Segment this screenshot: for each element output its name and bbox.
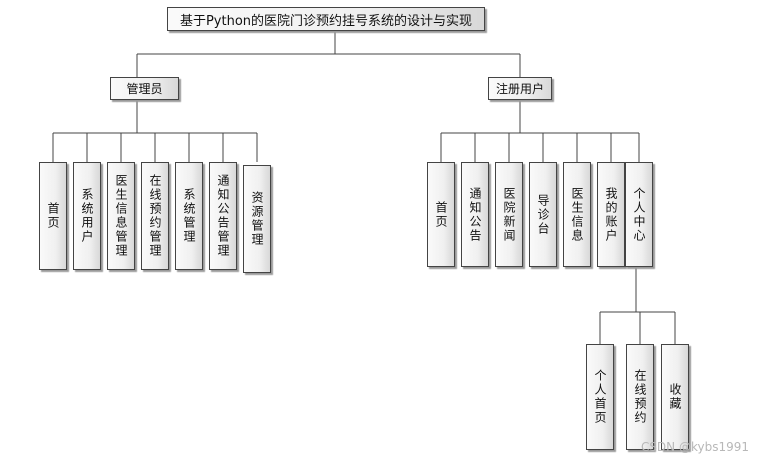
user-leaf-label: 医院新闻: [502, 186, 516, 243]
admin-leaf: 系统用户: [73, 162, 101, 270]
admin-leaf: 医生信息管理: [107, 162, 135, 270]
admin-leaf-label: 系统用户: [80, 188, 94, 244]
root-node: 基于Python的医院门诊预约挂号系统的设计与实现: [167, 7, 485, 31]
user-leaf-personal-center: 个人中心: [625, 162, 653, 267]
branch-admin: 管理员: [110, 77, 179, 100]
user-leaf: 首页: [427, 162, 455, 267]
user-leaf: 通知公告: [461, 162, 489, 267]
admin-leaf: 首页: [39, 162, 67, 270]
root-label: 基于Python的医院门诊预约挂号系统的设计与实现: [179, 13, 473, 29]
admin-leaf-label: 首页: [46, 202, 60, 230]
admin-leaf: 在线预约管理: [141, 162, 169, 270]
sub-leaf: 个人首页: [586, 344, 614, 450]
user-leaf-label: 医生信息: [570, 186, 584, 243]
sub-leaf: 在线预约: [626, 344, 654, 450]
admin-leaf: 系统管理: [175, 162, 203, 270]
admin-leaf-label: 在线预约管理: [148, 174, 162, 258]
admin-leaf-label: 医生信息管理: [114, 174, 128, 258]
user-leaf-label: 首页: [434, 200, 448, 229]
admin-leaf-label: 系统管理: [182, 188, 196, 244]
branch-user-label: 注册用户: [495, 82, 544, 96]
admin-leaf-label: 资源管理: [250, 191, 264, 247]
user-leaf-label: 个人中心: [632, 186, 646, 243]
user-leaf-label: 我的账户: [604, 186, 618, 243]
admin-leaf: 通知公告管理: [209, 162, 237, 270]
watermark: CSDN @kybs1991: [640, 440, 749, 454]
branch-admin-label: 管理员: [126, 82, 163, 96]
sub-leaf: 收藏: [661, 344, 689, 450]
sub-leaf-label: 收藏: [668, 383, 682, 411]
user-leaf: 医生信息: [563, 162, 591, 267]
user-leaf-label: 通知公告: [468, 186, 482, 243]
user-leaf: 我的账户: [597, 162, 625, 267]
sub-leaf-label: 在线预约: [633, 369, 647, 425]
user-leaf-label: 导诊台: [536, 193, 550, 236]
sub-leaf-label: 个人首页: [593, 369, 607, 425]
user-leaf: 导诊台: [529, 162, 557, 267]
user-leaf: 医院新闻: [495, 162, 523, 267]
admin-leaf-label: 通知公告管理: [216, 174, 230, 258]
branch-user: 注册用户: [488, 77, 552, 100]
admin-leaf: 资源管理: [243, 165, 271, 273]
